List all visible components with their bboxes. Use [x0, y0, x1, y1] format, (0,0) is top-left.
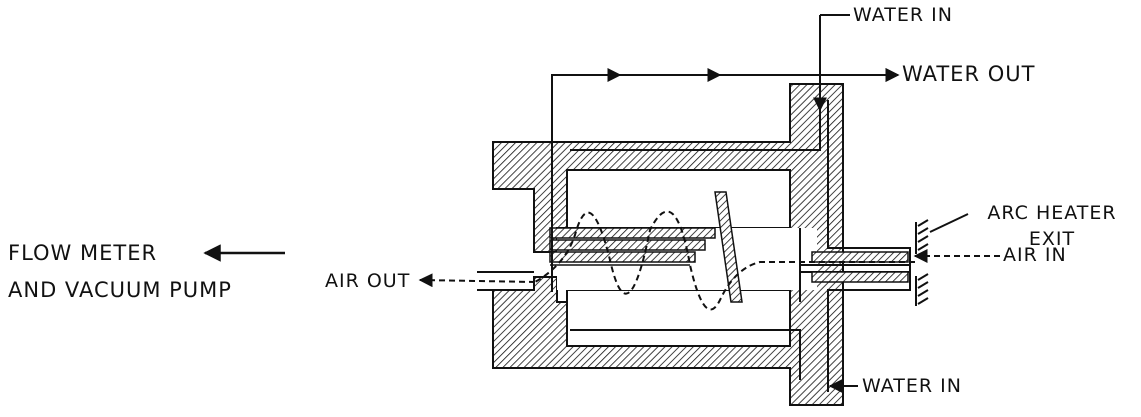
lower-outlet-channel	[799, 264, 911, 392]
air-exit-nozzle	[477, 271, 534, 291]
water-out-label: WATER OUT	[902, 62, 1036, 86]
arc-heater-label: ARC HEATER	[987, 202, 1117, 224]
arc-heater-flange	[915, 213, 969, 306]
baffle-plate	[714, 191, 743, 303]
chamber-upper	[566, 169, 791, 229]
air-out-label: AIR OUT	[325, 270, 411, 292]
water-in-top-label: WATER IN	[853, 4, 953, 26]
water-flow-lines	[551, 14, 900, 393]
water-in-bottom-label: WATER IN	[862, 375, 962, 397]
chamber-lower	[566, 289, 791, 347]
upper-duct	[811, 251, 909, 263]
arc-heater-exit-label: EXIT	[1028, 228, 1076, 250]
air-in-label: AIR IN	[1003, 244, 1067, 266]
flow-meter-label: FLOW METER	[8, 241, 158, 265]
lower-duct	[811, 271, 909, 283]
vacuum-pump-label: AND VACUUM PUMP	[8, 278, 232, 302]
chamber-left	[496, 190, 533, 291]
tube-bundle	[549, 227, 716, 266]
air-flow-lines	[418, 210, 1000, 311]
